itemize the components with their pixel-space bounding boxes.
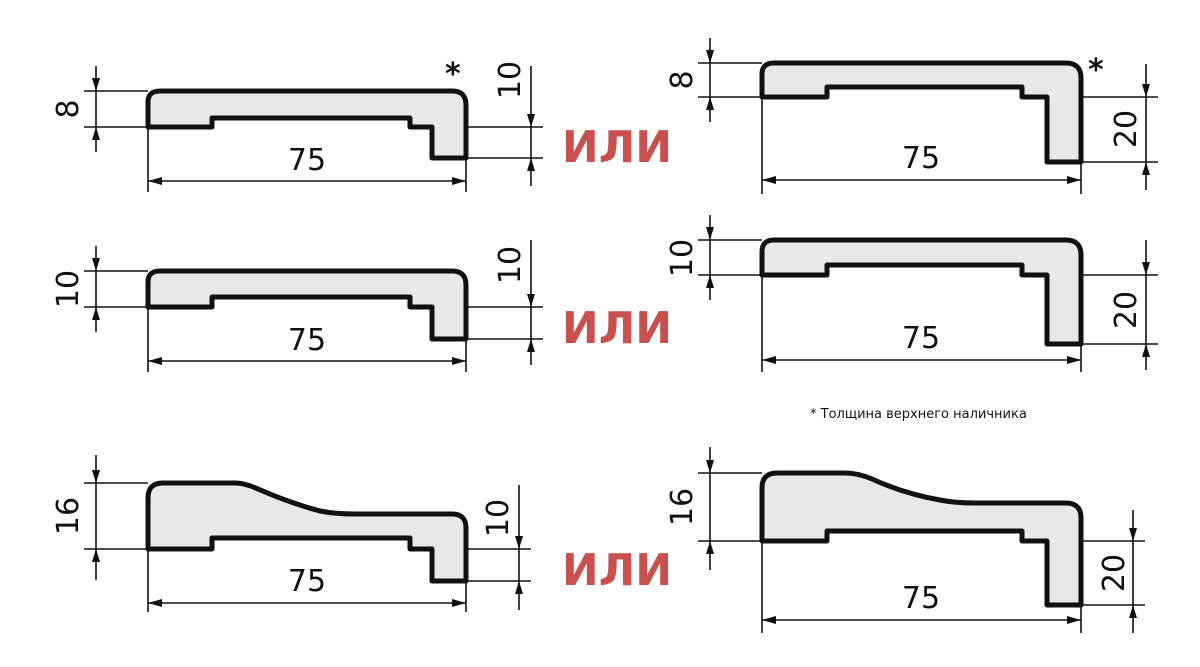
width-label: 75 <box>288 564 326 599</box>
footnote: * Толщина верхнего наличника <box>810 407 1027 422</box>
thickness-label: 10 <box>51 270 86 308</box>
profile-shape <box>759 470 1084 608</box>
profile-row1-right: 8 75 20 * <box>665 38 1158 194</box>
width-label: 75 <box>288 143 326 178</box>
width-label: 75 <box>902 581 940 616</box>
ili-label-row1: ИЛИ <box>562 122 672 173</box>
thickness-label: 8 <box>51 99 86 118</box>
ili-label-row3: ИЛИ <box>562 545 672 596</box>
profile-shape <box>145 480 469 584</box>
profile-shape <box>759 60 1084 165</box>
depth-label: 10 <box>493 246 528 284</box>
width-label: 75 <box>902 321 940 356</box>
depth-label: 10 <box>493 61 528 99</box>
ili-label-row2: ИЛИ <box>562 303 672 354</box>
profile-row3-left: 16 75 10 <box>51 455 531 612</box>
profile-shape <box>145 268 469 342</box>
asterisk-mark: * <box>445 57 461 92</box>
depth-label: 20 <box>1097 554 1132 592</box>
thickness-label: 16 <box>51 497 86 535</box>
depth-label: 10 <box>481 499 516 537</box>
asterisk-mark: * <box>1088 53 1104 88</box>
thickness-label: 8 <box>665 70 700 89</box>
depth-label: 20 <box>1109 110 1144 148</box>
profile-row2-right: 10 75 20 <box>665 215 1158 372</box>
profile-row2-left: 10 75 10 <box>51 240 543 372</box>
width-label: 75 <box>288 323 326 358</box>
depth-label: 20 <box>1109 291 1144 329</box>
width-label: 75 <box>902 141 940 176</box>
profile-shape <box>145 88 469 161</box>
profile-row3-right: 16 75 20 <box>665 447 1145 633</box>
profile-row1-left: 8 75 10 * <box>51 57 543 192</box>
thickness-label: 16 <box>665 488 700 526</box>
thickness-label: 10 <box>665 239 700 277</box>
profile-shape <box>759 237 1084 347</box>
